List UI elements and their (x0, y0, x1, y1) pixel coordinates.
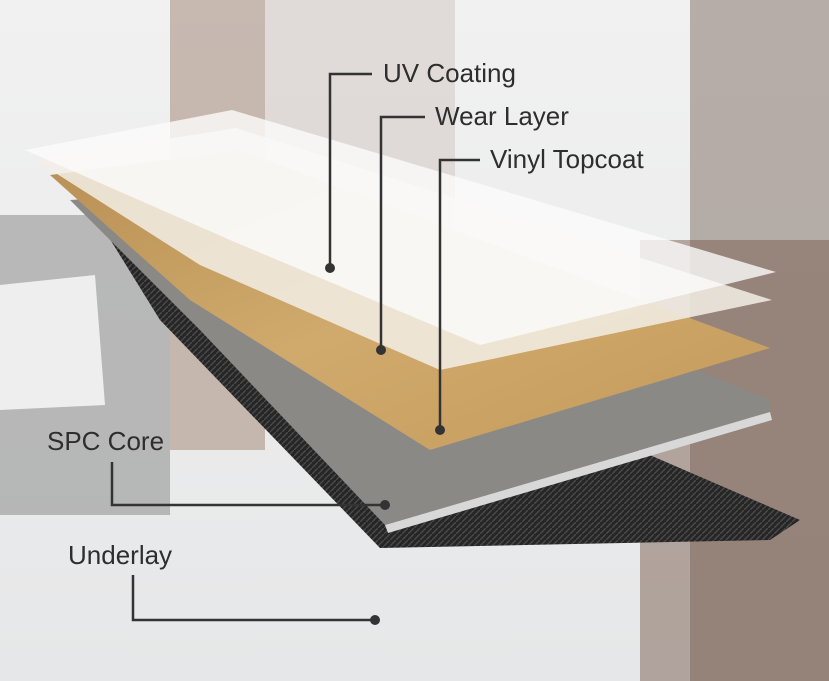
label-spc-core: SPC Core (47, 426, 165, 456)
leader-lines (110, 72, 480, 622)
label-underlay: Underlay (68, 540, 173, 570)
label-wear-layer: Wear Layer (435, 101, 569, 131)
layer-uv-coating (25, 110, 776, 345)
label-uv-coating: UV Coating (383, 58, 516, 88)
leader-dots (325, 263, 445, 625)
label-vinyl-topcoat: Vinyl Topcoat (490, 144, 644, 174)
